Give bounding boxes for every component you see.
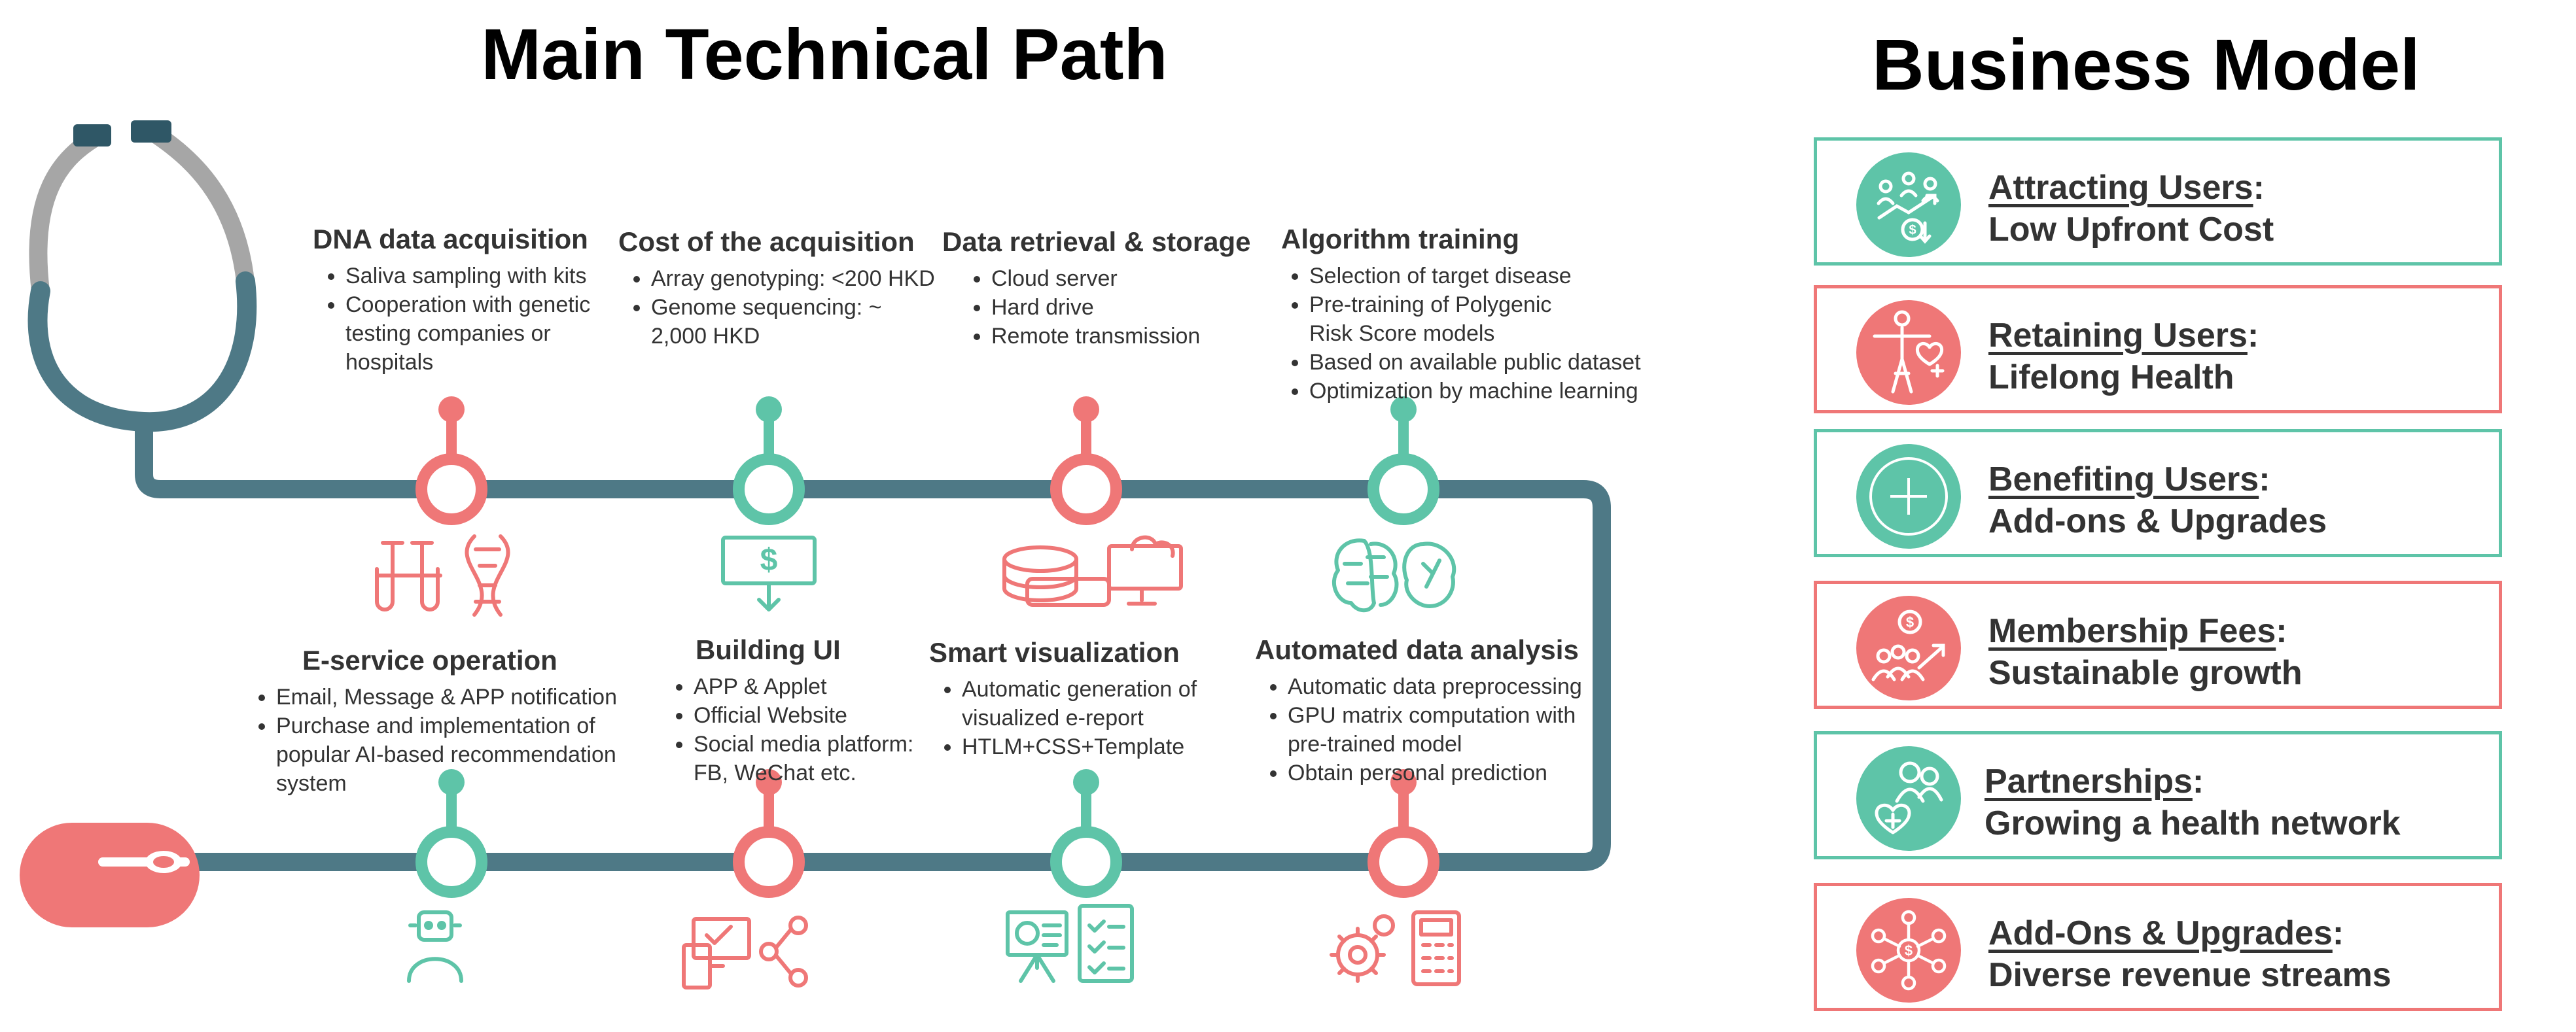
brain-icon — [1332, 538, 1456, 613]
ear-tip-left — [73, 124, 111, 146]
business-heading: Partnerships — [1985, 763, 2193, 800]
business-item-retaining-users: Retaining Users: Lifelong Health — [1814, 285, 2502, 413]
business-subtitle: Growing a health network — [1985, 804, 2401, 842]
step-building-ui: Building UI APP & Applet Official Websit… — [661, 634, 936, 787]
step-item: Social media platform: FB, WeChat etc. — [694, 730, 936, 787]
membership-coin-icon: $ — [1856, 596, 1961, 700]
path-node — [733, 769, 805, 898]
step-item: Email, Message & APP notification — [276, 683, 649, 712]
business-item-partnerships: Partnerships: Growing a health network — [1814, 731, 2502, 859]
step-item: Selection of target disease — [1309, 262, 1648, 290]
business-subtitle: Sustainable growth — [1988, 654, 2303, 692]
step-automated-data-analysis: Automated data analysis Automatic data p… — [1255, 634, 1608, 787]
path-node — [1050, 769, 1122, 898]
path-node — [415, 769, 487, 898]
business-item-attracting-users: $ Attracting Users: Low Upfront Cost — [1814, 137, 2502, 266]
business-model-title: Business Model — [1872, 25, 2420, 105]
step-item: Purchase and implementation of popular A… — [276, 712, 643, 798]
step-title: Data retrieval & storage — [942, 226, 1251, 257]
business-subtitle: Lifelong Health — [1988, 358, 2234, 396]
step-icons: $ — [375, 534, 1461, 989]
path-node — [1050, 396, 1122, 525]
business-heading: Membership Fees — [1988, 612, 2276, 650]
step-item: Cloud server — [991, 264, 1309, 293]
step-title: E-service operation — [302, 645, 557, 676]
path-node — [1367, 769, 1439, 898]
business-subtitle: Low Upfront Cost — [1988, 211, 2274, 249]
network-dollar-icon: $ — [1856, 898, 1961, 1003]
business-heading: Retaining Users — [1988, 317, 2248, 354]
path-node — [733, 396, 805, 525]
step-algorithm-training: Algorithm training Selection of target d… — [1281, 224, 1648, 405]
step-title: Building UI — [696, 634, 841, 665]
business-heading: Add-Ons & Upgrades — [1988, 914, 2333, 952]
presentation-checklist-icon — [1006, 904, 1134, 983]
step-item: Obtain personal prediction — [1288, 759, 1608, 787]
step-item: Saliva sampling with kits — [345, 262, 679, 290]
storage-cloud-icon — [1002, 535, 1183, 607]
step-title: DNA data acquisition — [313, 224, 588, 254]
stethoscope-upper-tube-right — [147, 125, 255, 290]
business-heading: Benefiting Users — [1988, 460, 2259, 498]
step-item: Official Website — [694, 701, 936, 730]
path-nodes — [415, 396, 1439, 898]
partners-heart-icon — [1856, 746, 1961, 851]
dollar-board-icon: $ — [721, 536, 817, 611]
business-subtitle: Diverse revenue streams — [1988, 956, 2391, 994]
devices-share-icon — [682, 916, 808, 989]
svg-text:$: $ — [1909, 223, 1916, 237]
step-dna-data-acquisition: DNA data acquisition Saliva sampling wit… — [313, 224, 679, 377]
svg-text:$: $ — [1905, 942, 1913, 959]
stethoscope-chestpiece — [20, 823, 200, 927]
users-growth-icon: $ — [1856, 152, 1961, 257]
service-robot-icon — [407, 910, 463, 983]
step-item: Array genotyping: <200 HKD — [651, 264, 985, 293]
stethoscope-lower-tube — [27, 271, 257, 432]
business-item-benefiting-users: Benefiting Users: Add-ons & Upgrades — [1814, 429, 2502, 557]
path-node — [1367, 396, 1439, 525]
step-cost-of-acquisition: Cost of the acquisition Array genotyping… — [618, 226, 985, 351]
step-item: APP & Applet — [694, 672, 936, 701]
ear-tip-right — [131, 120, 171, 143]
step-item: Genome sequencing: ~ 2,000 HKD — [651, 293, 900, 351]
step-smart-visualization: Smart visualization Automatic generation… — [929, 637, 1243, 761]
step-item: Based on available public dataset — [1309, 348, 1648, 377]
step-item: Cooperation with genetic testing compani… — [345, 290, 633, 377]
step-item: GPU matrix computation with pre-trained … — [1288, 701, 1595, 759]
step-e-service-operation: E-service operation Email, Message & APP… — [243, 645, 649, 798]
business-heading: Attracting Users — [1988, 169, 2253, 207]
step-item: Remote transmission — [991, 322, 1309, 351]
svg-text:$: $ — [1906, 614, 1914, 630]
test-tubes-dna-icon — [375, 534, 510, 617]
business-subtitle: Add-ons & Upgrades — [1988, 502, 2327, 540]
business-item-membership-fees: $ Membership Fees: Sustainable growth — [1814, 581, 2502, 709]
step-item: HTLM+CSS+Template — [962, 732, 1243, 761]
business-item-add-ons-upgrades: $ Add-Ons & Upgrades: Diverse revenue st… — [1814, 883, 2502, 1011]
step-data-retrieval-storage: Data retrieval & storage Cloud server Ha… — [942, 226, 1309, 351]
step-item: Hard drive — [991, 293, 1309, 322]
step-title: Algorithm training — [1281, 224, 1519, 254]
step-title: Automated data analysis — [1255, 634, 1579, 665]
yoga-heart-icon — [1856, 300, 1961, 405]
step-title: Cost of the acquisition — [618, 226, 915, 257]
step-item: Pre-training of Polygenic Risk Score mod… — [1309, 290, 1597, 348]
plus-circle-icon — [1856, 444, 1961, 549]
stethoscope-upper-tube — [29, 125, 111, 300]
main-technical-path-title: Main Technical Path — [481, 14, 1168, 95]
gears-calculator-icon — [1330, 910, 1461, 986]
step-title: Smart visualization — [929, 637, 1180, 668]
main-track — [135, 422, 1611, 871]
svg-text:$: $ — [760, 543, 778, 577]
step-item: Automatic generation of visualized e-rep… — [962, 675, 1210, 732]
path-node — [415, 396, 487, 525]
step-item: Automatic data preprocessing — [1288, 672, 1608, 701]
step-item: Optimization by machine learning — [1309, 377, 1648, 405]
